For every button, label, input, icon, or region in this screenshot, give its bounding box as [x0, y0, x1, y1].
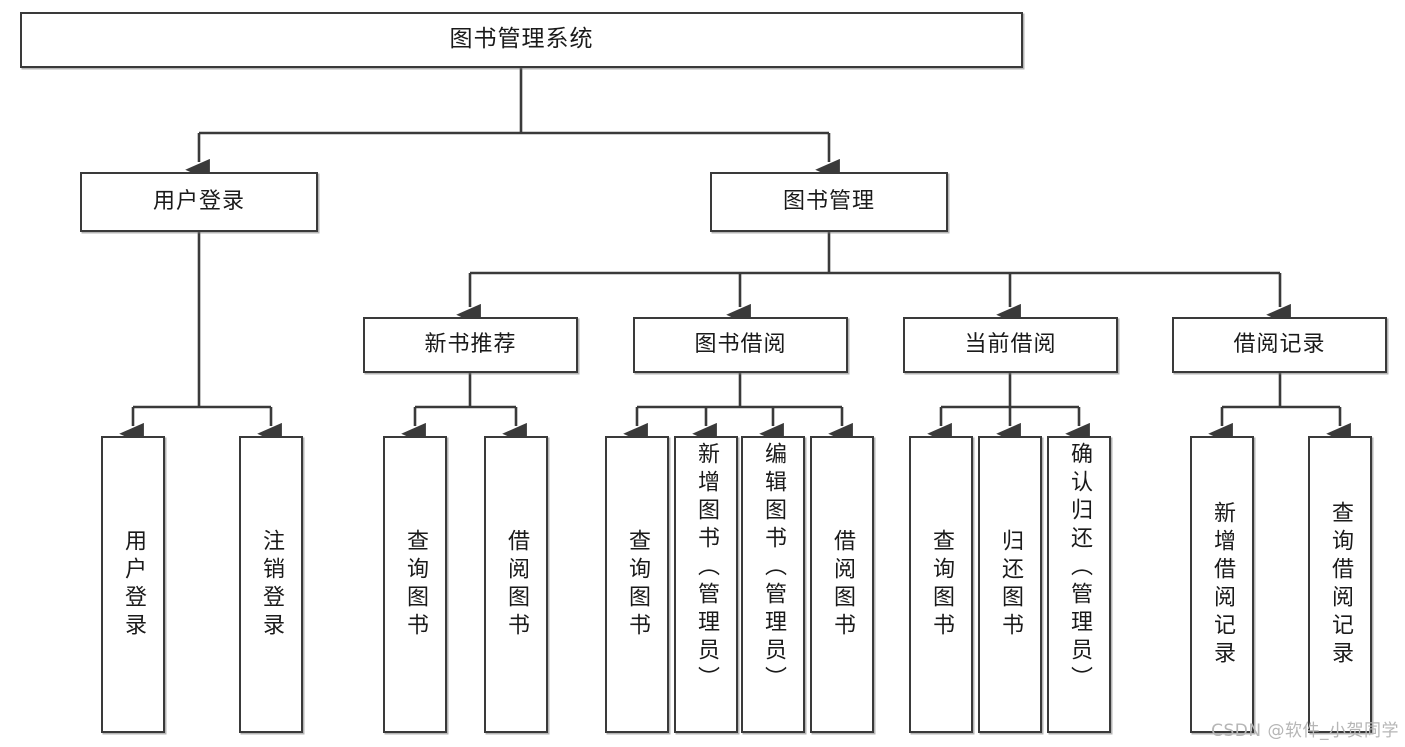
node-label: 借阅图书 [504, 528, 529, 641]
node-book-management-module[interactable]: 图书管理 [710, 172, 948, 232]
node-label: 图书管理系统 [449, 26, 594, 53]
node-label: 用户登录 [152, 188, 245, 214]
node-label: 图书管理 [782, 188, 875, 214]
leaf-return-book[interactable]: 归还图书 [978, 436, 1042, 733]
node-label: 查询借阅记录 [1328, 500, 1353, 669]
leaf-query-borrow-record[interactable]: 查询借阅记录 [1308, 436, 1372, 733]
leaf-confirm-return-admin[interactable]: 确认归还（管理员） [1047, 436, 1111, 733]
node-label: 注销登录 [259, 528, 284, 641]
node-new-book-recommend[interactable]: 新书推荐 [363, 317, 578, 373]
node-label: 新书推荐 [424, 331, 517, 357]
node-root-library-system[interactable]: 图书管理系统 [20, 12, 1023, 68]
node-label: 图书借阅 [694, 331, 787, 357]
leaf-add-borrow-record[interactable]: 新增借阅记录 [1190, 436, 1254, 733]
node-borrow-records[interactable]: 借阅记录 [1172, 317, 1387, 373]
node-label: 用户登录 [121, 528, 146, 641]
node-label: 查询图书 [403, 528, 428, 641]
node-current-borrow[interactable]: 当前借阅 [903, 317, 1118, 373]
leaf-logout[interactable]: 注销登录 [239, 436, 303, 733]
leaf-edit-book-admin[interactable]: 编辑图书（管理员） [741, 436, 805, 733]
node-label: 当前借阅 [964, 331, 1057, 357]
node-label: 归还图书 [998, 528, 1023, 641]
node-label: 借阅图书 [830, 528, 855, 641]
leaf-user-login[interactable]: 用户登录 [101, 436, 165, 733]
node-label: 确认归还（管理员） [1067, 442, 1092, 694]
leaf-borrow-book-recommend[interactable]: 借阅图书 [484, 436, 548, 733]
node-label: 新增图书（管理员） [694, 442, 719, 694]
node-label: 借阅记录 [1233, 331, 1326, 357]
leaf-query-book-current[interactable]: 查询图书 [909, 436, 973, 733]
node-label: 新增借阅记录 [1210, 500, 1235, 669]
node-label: 查询图书 [625, 528, 650, 641]
node-label: 编辑图书（管理员） [761, 442, 786, 694]
node-user-login-module[interactable]: 用户登录 [80, 172, 318, 232]
watermark-text: CSDN @软件_小贺同学 [1211, 721, 1399, 741]
node-book-borrow[interactable]: 图书借阅 [633, 317, 848, 373]
leaf-borrow-book[interactable]: 借阅图书 [810, 436, 874, 733]
leaf-query-book-recommend[interactable]: 查询图书 [383, 436, 447, 733]
leaf-add-book-admin[interactable]: 新增图书（管理员） [674, 436, 738, 733]
leaf-query-book-borrow[interactable]: 查询图书 [605, 436, 669, 733]
node-label: 查询图书 [929, 528, 954, 641]
